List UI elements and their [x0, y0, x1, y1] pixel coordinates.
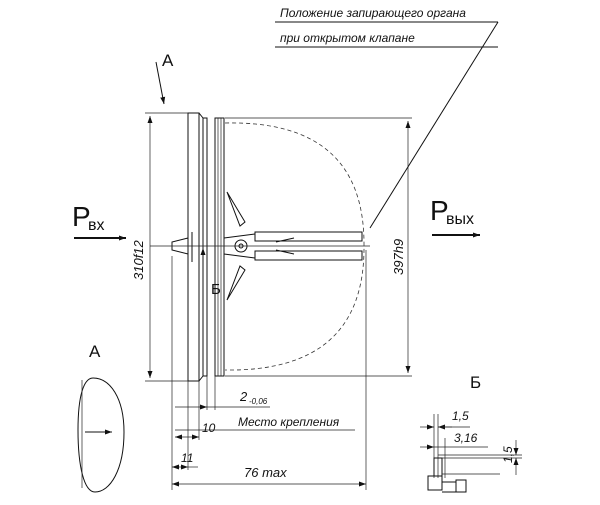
- view-b-marker: Б: [211, 281, 221, 298]
- closing-position-line2: при открытом клапане: [280, 31, 415, 45]
- p-out-letter: P: [430, 195, 449, 226]
- b-dim-1-5-side: 1,5: [501, 446, 515, 463]
- pressure-out: P вых: [430, 195, 480, 238]
- view-a-pointer: [155, 61, 166, 105]
- bottom-dimensions: 2 -0,06 Место крепления 10 11 76 max: [171, 250, 367, 490]
- flange-ring: [202, 117, 208, 377]
- detail-view-b: Б 1,5 3,16 1,5: [420, 373, 522, 493]
- closing-position-line1: Положение запирающего органа: [280, 6, 466, 20]
- arm-lower: [254, 250, 363, 261]
- b-dim-1-5-top: 1,5: [452, 409, 469, 423]
- flange-plate: [187, 112, 200, 382]
- closing-position-annotation: Положение запирающего органа при открыто…: [275, 6, 499, 229]
- detail-a-label: А: [89, 342, 101, 361]
- pressure-in: P вх: [72, 201, 126, 241]
- arm-upper: [254, 231, 363, 242]
- detail-view-a: А: [77, 342, 125, 493]
- gap-value: 2: [239, 389, 248, 404]
- blade-lower: [226, 265, 246, 301]
- gap-tolerance: -0,06: [249, 397, 268, 406]
- view-a-label: А: [162, 51, 174, 70]
- pivot-pin: [234, 239, 248, 253]
- detail-a-shape: [77, 377, 125, 493]
- dimension-76max-text: 76 max: [244, 465, 287, 480]
- p-in-sub: вх: [88, 217, 105, 234]
- dimension-310f12-text: 310f12: [131, 239, 146, 280]
- blade-upper: [226, 191, 246, 227]
- b-dim-3-16: 3,16: [454, 431, 478, 445]
- leader-line: [369, 21, 499, 229]
- nose-cone: [171, 237, 189, 255]
- valve-disc: [214, 117, 225, 377]
- valve-body: Б: [150, 112, 370, 382]
- dimension-397h9: 397h9: [225, 117, 412, 377]
- view-a-arrow: А: [155, 51, 174, 105]
- p-in-letter: P: [72, 201, 91, 232]
- p-out-sub: вых: [446, 211, 474, 228]
- dimension-11-text: 11: [181, 451, 193, 465]
- dimension-397h9-text: 397h9: [391, 239, 406, 275]
- dimension-310f12: 310f12: [131, 112, 188, 382]
- detail-b-label: Б: [470, 373, 481, 392]
- open-position-arc: [224, 122, 365, 371]
- dimension-10-text: 10: [202, 421, 216, 435]
- mounting-place-label: Место крепления: [238, 415, 340, 429]
